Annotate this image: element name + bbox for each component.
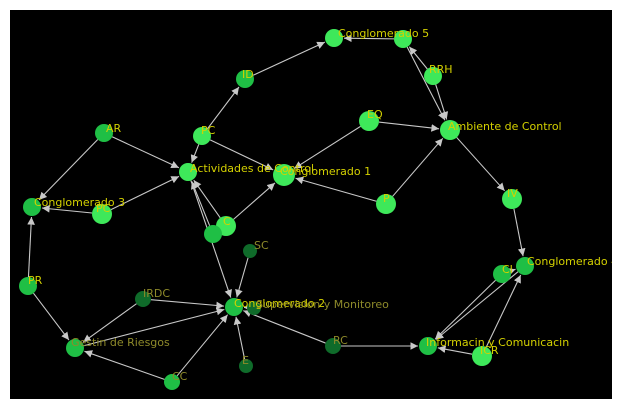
- node-conglomerado5[interactable]: [325, 29, 343, 47]
- network-graph: Conglomerado 5 RRH Ambiente de Control ID EQ…: [19, 27, 612, 390]
- node-label-supervision: Supervision y Monitoreo: [256, 298, 389, 311]
- node-p[interactable]: [376, 194, 396, 214]
- node-sc[interactable]: [243, 244, 257, 258]
- node-label-sc: SC: [254, 239, 269, 252]
- edge-c5b-to-conglomerado5: [343, 34, 395, 43]
- edge-rrh-to-c5b: [408, 46, 428, 70]
- edge-rrh-to-ambiente: [435, 84, 449, 120]
- edges-layer: [27, 34, 526, 380]
- edge-eq-to-conglomerado1: [293, 125, 361, 170]
- node-label-conglomerado4: Conglomerado 4: [527, 255, 612, 268]
- edge-pr-to-conglomerado3: [27, 216, 35, 278]
- edge-pc2-to-conglomerado3: [41, 204, 93, 214]
- node-informacion[interactable]: [419, 337, 437, 355]
- edge-cl-to-informacion: [434, 279, 496, 340]
- node-label-conglomerado5: Conglomerado 5: [338, 27, 429, 40]
- edge-ambiente-to-iv: [456, 137, 506, 192]
- node-supervision[interactable]: [247, 301, 261, 315]
- node-label-irdc: IRDC: [143, 287, 170, 300]
- node-label-informacion: Informacin y Comunicacin: [426, 336, 569, 349]
- graph-canvas: Conglomerado 5 RRH Ambiente de Control ID EQ…: [10, 10, 612, 399]
- node-conglomerado1[interactable]: [273, 164, 295, 186]
- edge-p-to-conglomerado1: [295, 176, 377, 202]
- node-label-conglomerado2: Conglomerado 2: [234, 297, 325, 310]
- edge-rc-to-conglomerado2: [243, 309, 326, 344]
- edge-conglomerado4-to-informacion: [435, 271, 519, 341]
- node-label-eq: EQ: [367, 108, 383, 121]
- node-label-rrh: RRH: [429, 63, 453, 76]
- node-label-e: E: [242, 354, 249, 367]
- nodes-layer: [19, 29, 534, 390]
- node-iv[interactable]: [502, 189, 522, 209]
- node-label-pr: PR: [28, 274, 43, 287]
- edge-id-to-conglomerado5: [252, 41, 326, 76]
- node-icr[interactable]: [472, 346, 492, 366]
- edge-pr-to-gestion: [32, 292, 70, 341]
- node-label-ambiente: Ambiente de Control: [448, 120, 562, 133]
- node-label-cl: CI: [502, 263, 513, 276]
- edge-c2-to-actividades: [191, 181, 211, 226]
- edge-irdc-to-gestion: [82, 303, 137, 343]
- edge-icr-to-conglomerado4: [485, 274, 522, 348]
- edge-irdc-to-conglomerado2: [150, 299, 225, 310]
- node-label-pc: PC: [201, 124, 216, 137]
- node-c5b[interactable]: [394, 30, 412, 48]
- node-label-iv: IV: [507, 187, 518, 200]
- node-label-rc: RC: [333, 334, 348, 347]
- edge-c5b-to-ambiente: [406, 46, 446, 121]
- edge-iv-to-conglomerado4: [513, 208, 526, 257]
- node-label-id: ID: [242, 68, 254, 81]
- node-label-p: P: [383, 192, 390, 205]
- edge-pc-to-actividades: [190, 144, 200, 163]
- node-cl[interactable]: [493, 265, 511, 283]
- node-label-gestion: Gestin de Riesgos: [71, 336, 170, 349]
- edge-cl-to-conglomerado4: [507, 268, 516, 276]
- node-rrh[interactable]: [424, 67, 442, 85]
- edge-eq-to-ambiente: [378, 121, 440, 132]
- node-id[interactable]: [236, 70, 254, 88]
- node-conglomerado3[interactable]: [23, 198, 41, 216]
- edge-cc-to-gestion: [84, 350, 165, 380]
- edge-icr-to-informacion: [437, 345, 473, 355]
- node-rc[interactable]: [325, 338, 341, 354]
- node-label-pc2: PC: [96, 202, 111, 215]
- edge-pc2-to-actividades: [110, 175, 180, 211]
- edge-p-to-ambiente: [392, 137, 444, 197]
- node-label-actividades: Actividades de Control: [190, 162, 314, 175]
- labels-layer: Conglomerado 5 RRH Ambiente de Control ID EQ…: [28, 27, 612, 383]
- edge-pc-to-id: [206, 86, 240, 130]
- node-conglomerado4[interactable]: [516, 257, 534, 275]
- node-label-cc: CC: [172, 370, 188, 383]
- node-c2[interactable]: [204, 225, 222, 243]
- edge-cc-to-conglomerado2: [176, 314, 229, 377]
- edge-c1-to-conglomerado1: [233, 182, 276, 220]
- node-eq[interactable]: [359, 111, 379, 131]
- edge-gestion-to-conglomerado2: [83, 307, 225, 347]
- node-cc[interactable]: [164, 374, 180, 390]
- node-label-ar: AR: [106, 122, 122, 135]
- node-irdc[interactable]: [135, 291, 151, 307]
- edge-pc-to-conglomerado1: [209, 139, 274, 171]
- node-ambiente[interactable]: [440, 120, 460, 140]
- node-actividades[interactable]: [179, 163, 197, 181]
- node-e[interactable]: [239, 359, 253, 373]
- edge-ar-to-actividades: [111, 136, 180, 169]
- node-label-conglomerado3: Conglomerado 3: [34, 196, 125, 209]
- node-pc2[interactable]: [92, 204, 112, 224]
- node-label-conglomerado1: Conglomerado 1: [280, 165, 371, 178]
- edge-sc-to-conglomerado2: [235, 257, 249, 298]
- node-label-icr: ICR: [480, 344, 499, 357]
- node-ar[interactable]: [95, 124, 113, 142]
- node-gestion[interactable]: [66, 339, 84, 357]
- node-conglomerado2[interactable]: [225, 298, 243, 316]
- node-label-c1: C: [223, 215, 231, 228]
- node-pr[interactable]: [19, 277, 37, 295]
- node-pc[interactable]: [193, 127, 211, 145]
- edge-ar-to-conglomerado3: [38, 139, 99, 201]
- edge-e-to-conglomerado2: [233, 316, 246, 360]
